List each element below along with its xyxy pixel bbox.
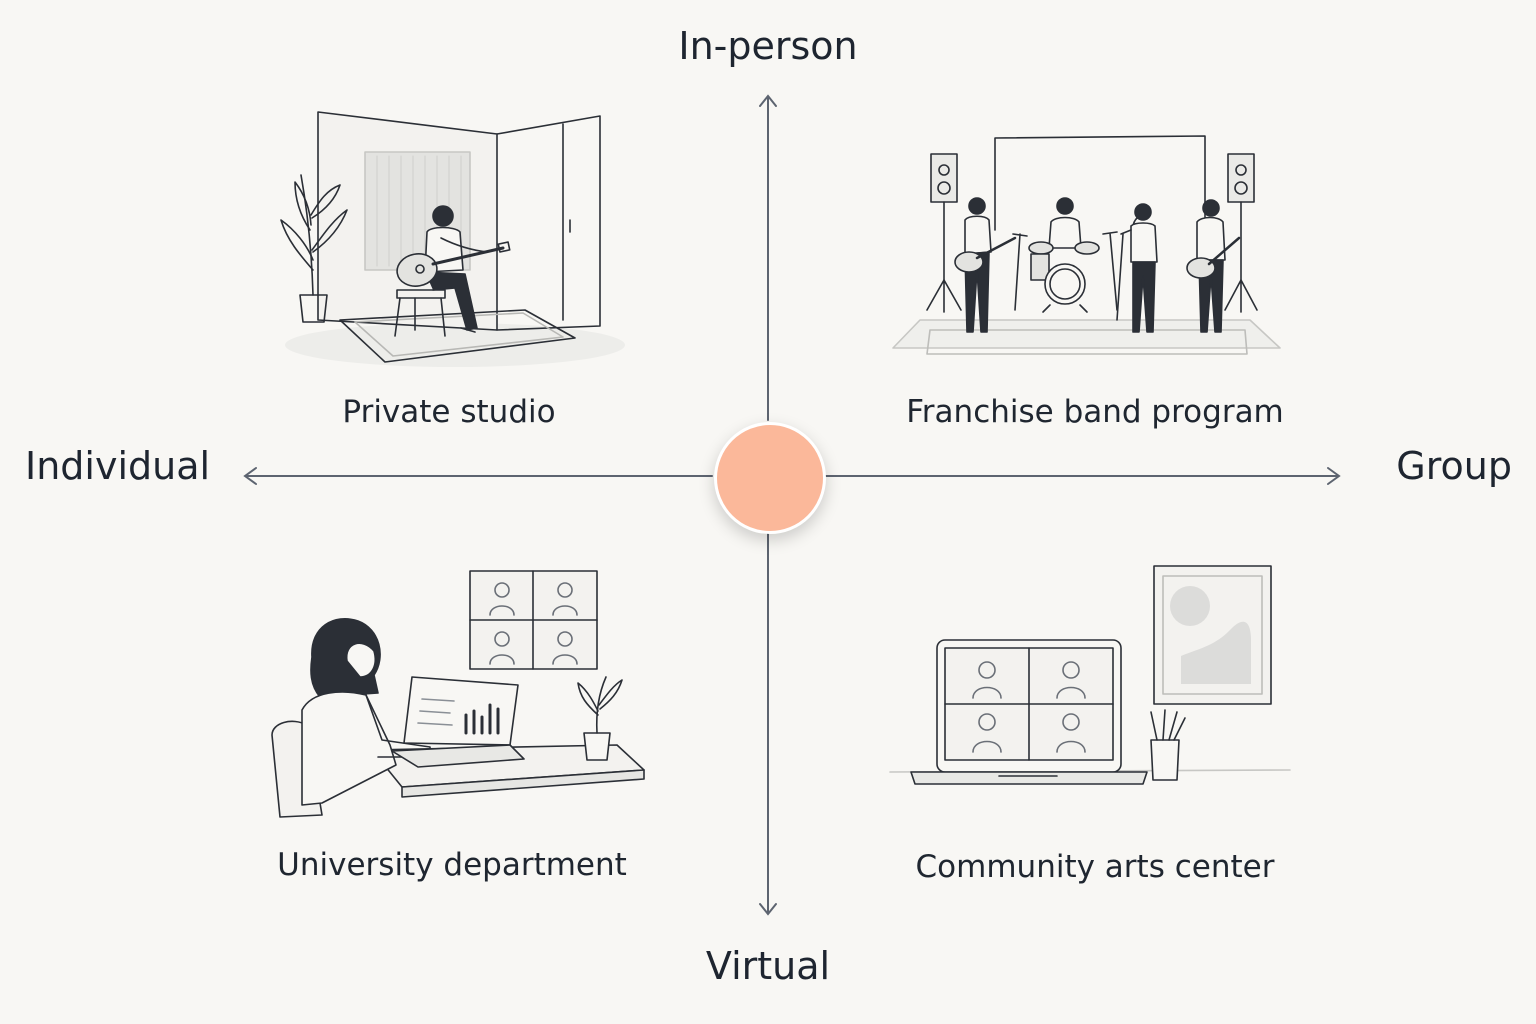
center-dot [714, 422, 826, 534]
arrow-down-icon [759, 903, 777, 916]
axis-label-group: Group [1396, 444, 1512, 488]
guitar-studio-illustration [280, 111, 625, 367]
quadrant-label-franchise-band: Franchise band program [906, 394, 1284, 430]
arrow-right-icon [1327, 467, 1341, 485]
arrow-up-icon [759, 94, 777, 107]
axis-label-in-person: In-person [678, 24, 858, 68]
band-stage-illustration [892, 135, 1281, 355]
quadrant-label-university: University department [277, 847, 627, 883]
group-video-laptop-illustration [889, 565, 1291, 785]
quadrant-label-community: Community arts center [915, 849, 1275, 885]
laptop-video-call-illustration [271, 570, 645, 818]
axis-label-virtual: Virtual [705, 944, 831, 988]
axis-label-individual: Individual [25, 444, 211, 488]
quadrant-label-private-studio: Private studio [342, 394, 556, 430]
arrow-left-icon [243, 467, 257, 485]
